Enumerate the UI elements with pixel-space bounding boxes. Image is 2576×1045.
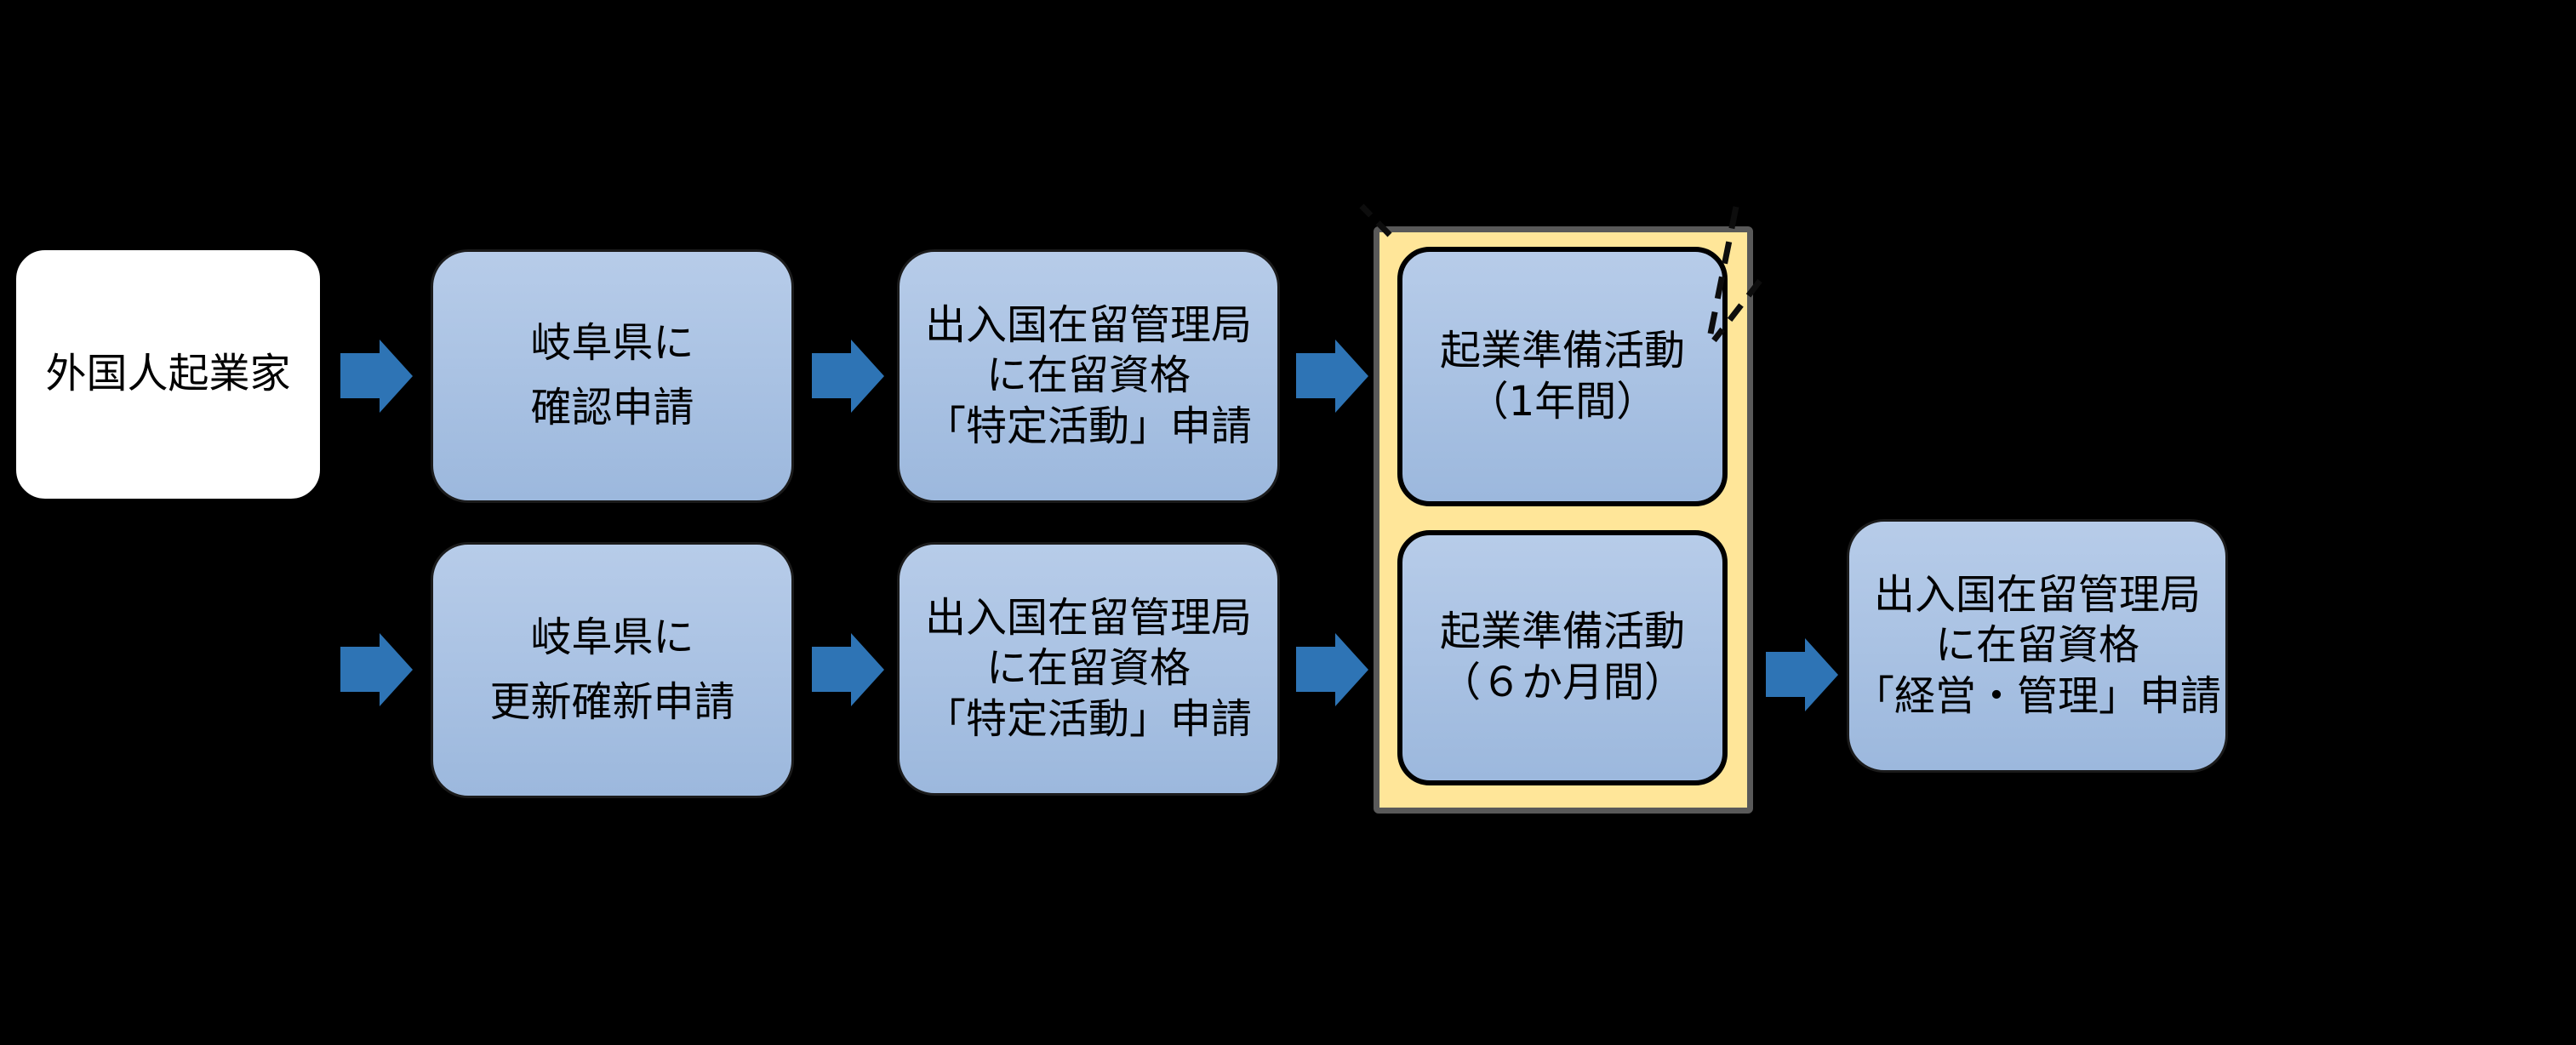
- arrow-right-icon: [812, 633, 884, 706]
- confirm-application-box: 岐阜県に 確認申請: [431, 249, 794, 503]
- visa-application-box-row2: 出入国在留管理局 に在留資格 「特定活動」申請: [897, 542, 1280, 796]
- arrow-right-icon: [340, 633, 413, 706]
- startup-activity-6month-box: 起業準備活動 （６か月間）: [1397, 530, 1728, 785]
- visa-application-label-row1: 出入国在留管理局 に在留資格 「特定活動」申請: [924, 300, 1252, 450]
- business-manager-visa-box: 出入国在留管理局 に在留資格 「経営・管理」申請: [1847, 519, 2228, 773]
- arrow-right-icon: [1296, 633, 1368, 706]
- startup-activity-6month-label: 起業準備活動 （６か月間）: [1439, 608, 1685, 706]
- arrow-right-icon: [1766, 638, 1838, 711]
- visa-application-label-row2: 出入国在留管理局 に在留資格 「特定活動」申請: [924, 593, 1252, 743]
- business-manager-visa-label: 出入国在留管理局 に在留資格 「経営・管理」申請: [1853, 570, 2221, 720]
- arrow-right-icon: [812, 340, 884, 413]
- startup-activity-1year-label: 起業準備活動 （1年間）: [1439, 326, 1685, 425]
- startup-activity-1year-box: 起業準備活動 （1年間）: [1397, 247, 1728, 506]
- arrow-right-icon: [1296, 340, 1368, 413]
- arrow-right-icon: [340, 340, 413, 413]
- confirm-application-label: 岐阜県に 確認申請: [530, 319, 694, 431]
- actor-box: 外国人起業家: [13, 247, 323, 502]
- renewal-confirm-application-box: 岐阜県に 更新確新申請: [431, 542, 794, 798]
- actor-label: 外国人起業家: [45, 350, 291, 398]
- visa-application-box-row1: 出入国在留管理局 に在留資格 「特定活動」申請: [897, 249, 1280, 503]
- renewal-confirm-application-label: 岐阜県に 更新確新申請: [489, 613, 735, 726]
